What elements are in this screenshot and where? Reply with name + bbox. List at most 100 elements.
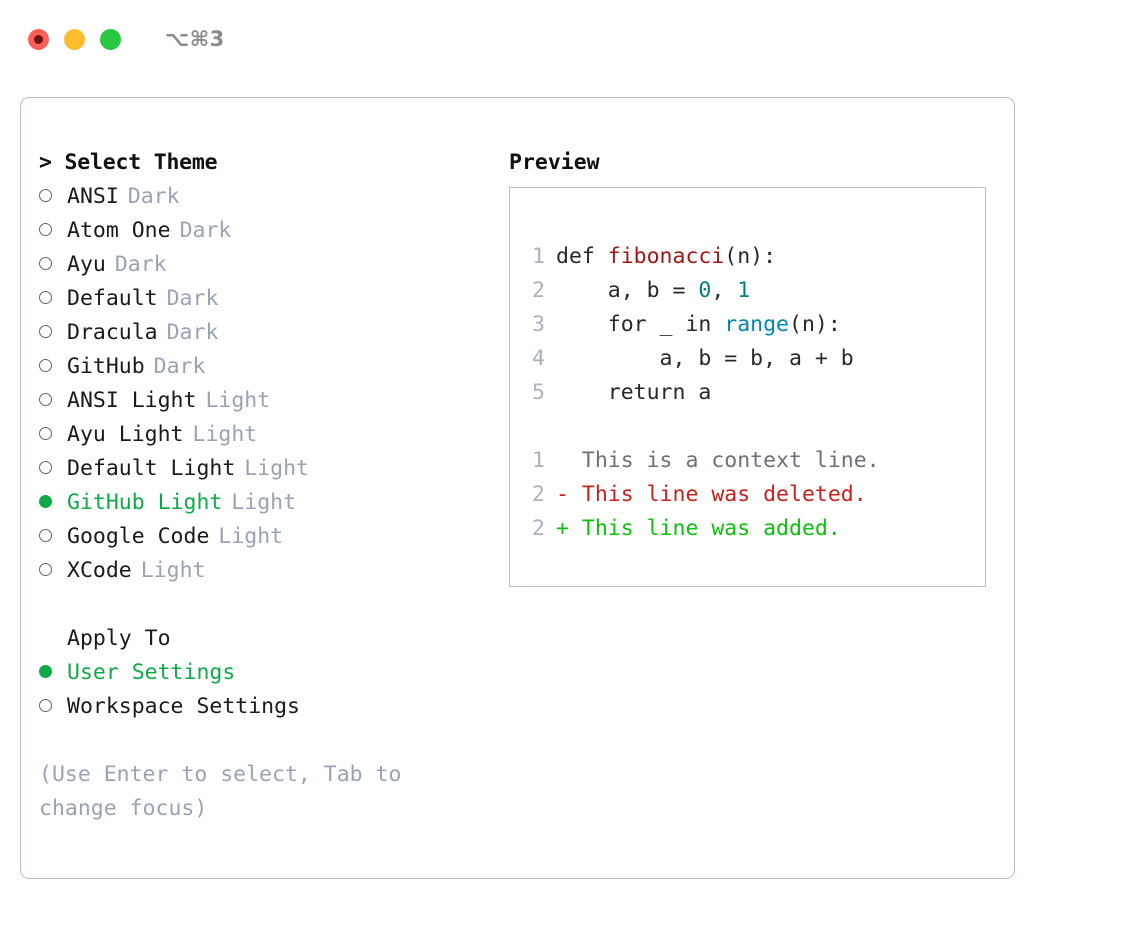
- radio-dot: [39, 529, 52, 542]
- theme-option-ayu-light[interactable]: Ayu Light Light: [39, 418, 509, 452]
- code-line-content: a, b = b, a + b: [556, 342, 854, 376]
- radio-dot: [39, 359, 52, 372]
- radio-unselected-icon: [39, 350, 67, 384]
- line-number: 3: [532, 312, 545, 337]
- code-token-plain: ,: [711, 278, 738, 303]
- theme-option-label: ANSI: [67, 184, 119, 209]
- diff-line-text: This is a context line.: [581, 448, 880, 473]
- diff-line-text: This line was added.: [581, 516, 841, 541]
- line-number: 2: [532, 516, 545, 541]
- theme-option-label: Atom One: [67, 218, 171, 243]
- theme-option-atom-one[interactable]: Atom One Dark: [39, 214, 509, 248]
- code-token-call: range: [724, 312, 790, 337]
- title-bar: ⌥⌘3: [0, 0, 1140, 78]
- radio-dot: [39, 223, 52, 236]
- apply-to-option-label: Workspace Settings: [67, 694, 300, 719]
- theme-option-tag: Light: [218, 524, 284, 549]
- code-line: 1 def fibonacci(n):: [510, 240, 985, 274]
- radio-unselected-icon: [39, 248, 67, 282]
- theme-option-google-code[interactable]: Google Code Light: [39, 520, 509, 554]
- apply-to-option-user-settings[interactable]: User Settings: [39, 656, 509, 690]
- theme-option-tag: Light: [192, 422, 258, 447]
- theme-option-tag: Dark: [114, 252, 167, 277]
- radio-dot: [39, 291, 52, 304]
- code-line-content: for _ in range(n):: [556, 308, 841, 342]
- theme-option-label: XCode: [67, 558, 132, 583]
- radio-dot: [39, 495, 52, 508]
- diff-marker: -: [556, 482, 582, 507]
- theme-option-ayu[interactable]: Ayu Dark: [39, 248, 509, 282]
- diff-line-ctx: 1 This is a context line.: [510, 444, 985, 478]
- code-line-content: a, b = 0, 1: [556, 274, 750, 308]
- zoom-button[interactable]: [100, 28, 121, 50]
- diff-line-del: 2- This line was deleted.: [510, 478, 985, 512]
- radio-unselected-icon: [39, 316, 67, 350]
- code-token-plain: a, b =: [556, 278, 699, 303]
- code-line: 5 return a: [510, 376, 985, 410]
- theme-option-label: Ayu: [67, 252, 106, 277]
- diff-line-add: 2 + This line was added.: [510, 512, 985, 546]
- line-number: 2: [532, 482, 545, 507]
- minimize-button[interactable]: [64, 28, 85, 50]
- theme-option-tag: Light: [231, 490, 297, 515]
- radio-selected-icon: [39, 486, 67, 520]
- radio-unselected-icon: [39, 452, 67, 486]
- diff-sample: 1 This is a context line.2- This line wa…: [510, 444, 985, 546]
- code-line-content: return a: [556, 376, 712, 410]
- theme-option-ansi-light[interactable]: ANSI Light Light: [39, 384, 509, 418]
- theme-option-default[interactable]: Default Dark: [39, 282, 509, 316]
- code-line: 3 for _ in range(n):: [510, 308, 985, 342]
- code-token-plain: (n):: [724, 244, 777, 269]
- code-token-num: 0: [698, 278, 712, 303]
- line-number: 1: [532, 448, 545, 473]
- radio-unselected-icon: [39, 384, 67, 418]
- theme-option-label: GitHub: [67, 354, 145, 379]
- apply-to-option-workspace-settings[interactable]: Workspace Settings: [39, 690, 509, 724]
- line-number: 4: [532, 346, 545, 371]
- apply-to-heading: Apply To: [67, 626, 171, 651]
- theme-option-label: Google Code: [67, 524, 210, 549]
- theme-option-tag: Dark: [179, 218, 232, 243]
- radio-dot: [39, 563, 52, 576]
- close-button[interactable]: [28, 28, 49, 50]
- theme-option-tag: Light: [244, 456, 310, 481]
- line-number: 2: [532, 278, 545, 303]
- preview-heading: Preview: [509, 150, 600, 175]
- line-number: 1: [532, 244, 545, 269]
- radio-unselected-icon: [39, 214, 67, 248]
- code-token-plain: return a: [556, 380, 712, 405]
- theme-option-github-light[interactable]: GitHub Light Light: [39, 486, 509, 520]
- radio-unselected-icon: [39, 690, 67, 724]
- theme-option-label: ANSI Light: [67, 388, 197, 413]
- theme-option-label: GitHub Light: [67, 490, 223, 515]
- theme-option-tag: Dark: [166, 286, 219, 311]
- diff-marker: +: [556, 516, 582, 541]
- code-token-plain: a, b = b, a + b: [556, 346, 854, 371]
- theme-option-label: Default: [67, 286, 158, 311]
- theme-option-tag: Dark: [127, 184, 180, 209]
- radio-dot: [39, 393, 52, 406]
- code-token-num: 1: [737, 278, 751, 303]
- theme-option-tag: Light: [205, 388, 271, 413]
- diff-line-text: This line was deleted.: [581, 482, 867, 507]
- code-token-fn: fibonacci: [607, 244, 725, 269]
- radio-unselected-icon: [39, 180, 67, 214]
- list-spacer: [39, 588, 509, 622]
- radio-dot: [39, 257, 52, 270]
- code-token-plain: def: [556, 244, 608, 269]
- theme-option-ansi[interactable]: ANSI Dark: [39, 180, 509, 214]
- theme-option-label: Ayu Light: [67, 422, 184, 447]
- code-token-plain: for _ in: [556, 312, 725, 337]
- keyboard-shortcut-label: ⌥⌘3: [165, 27, 225, 51]
- radio-dot: [39, 699, 52, 712]
